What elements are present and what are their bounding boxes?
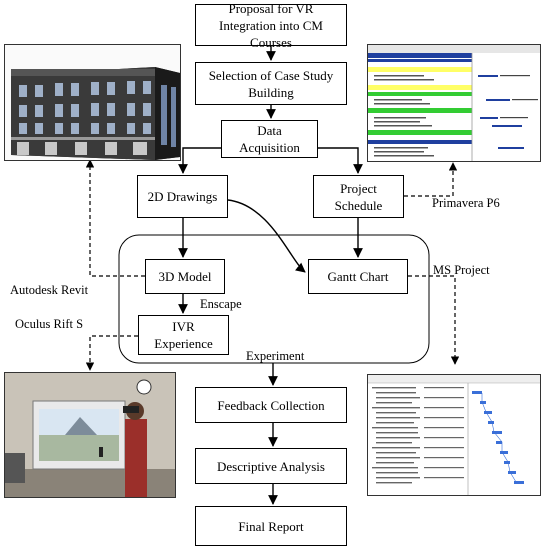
ivr-experience-text: IVR Experience bbox=[154, 319, 213, 351]
dashed-gantt-msp bbox=[408, 275, 460, 365]
acquisition-text: Data Acquisition bbox=[239, 123, 300, 155]
proposal-box: Proposal for VR Integration into CM Cour… bbox=[195, 1, 347, 50]
selection-text: Selection of Case Study Building bbox=[208, 67, 334, 100]
p6-schedule-illustration bbox=[368, 45, 540, 161]
project-schedule-box: Project Schedule bbox=[313, 175, 404, 218]
ivr-experience-box: IVR Experience bbox=[138, 315, 229, 355]
ms-project-label: MS Project bbox=[433, 263, 490, 277]
final-report-text: Final Report bbox=[238, 518, 304, 534]
arrow-acquisition-2d bbox=[178, 147, 221, 174]
autodesk-revit-label: Autodesk Revit bbox=[10, 283, 89, 297]
gantt-chart-box: Gantt Chart bbox=[308, 259, 408, 294]
final-report-box: Final Report bbox=[195, 506, 347, 546]
experiment-label: Experiment bbox=[246, 349, 305, 363]
project-schedule-text: Project Schedule bbox=[334, 180, 383, 213]
feedback-collection-box: Feedback Collection bbox=[195, 387, 347, 423]
primavera-p6-image bbox=[367, 44, 541, 162]
acquisition-box: Data Acquisition bbox=[221, 120, 318, 158]
ms-project-image bbox=[367, 374, 541, 496]
proposal-text: Proposal for VR Integration into CM Cour… bbox=[219, 0, 323, 50]
primavera-label: Primavera P6 bbox=[432, 196, 500, 210]
experiment-region bbox=[118, 234, 430, 364]
dashed-ivr-photo bbox=[85, 335, 138, 371]
descriptive-analysis-text: Descriptive Analysis bbox=[217, 458, 325, 474]
drawings-2d-text: 2D Drawings bbox=[147, 189, 218, 204]
drawings-2d-box: 2D Drawings bbox=[137, 175, 228, 218]
building-model-image bbox=[4, 44, 181, 161]
model-3d-text: 3D Model bbox=[158, 269, 212, 284]
vr-photo-illustration bbox=[5, 373, 175, 497]
dashed-schedule-p6 bbox=[404, 162, 458, 197]
model-3d-box: 3D Model bbox=[145, 259, 225, 294]
arrow-2d-gantt bbox=[227, 199, 306, 273]
selection-box: Selection of Case Study Building bbox=[195, 62, 347, 105]
descriptive-analysis-box: Descriptive Analysis bbox=[195, 448, 347, 484]
arrow-acquisition-schedule bbox=[318, 147, 363, 174]
building-illustration bbox=[11, 67, 180, 160]
ms-project-illustration bbox=[368, 375, 540, 495]
vr-experience-photo bbox=[4, 372, 176, 498]
feedback-collection-text: Feedback Collection bbox=[217, 397, 325, 413]
gantt-chart-text: Gantt Chart bbox=[327, 269, 389, 284]
enscape-label: Enscape bbox=[200, 297, 242, 311]
oculus-label: Oculus Rift S bbox=[15, 317, 84, 331]
